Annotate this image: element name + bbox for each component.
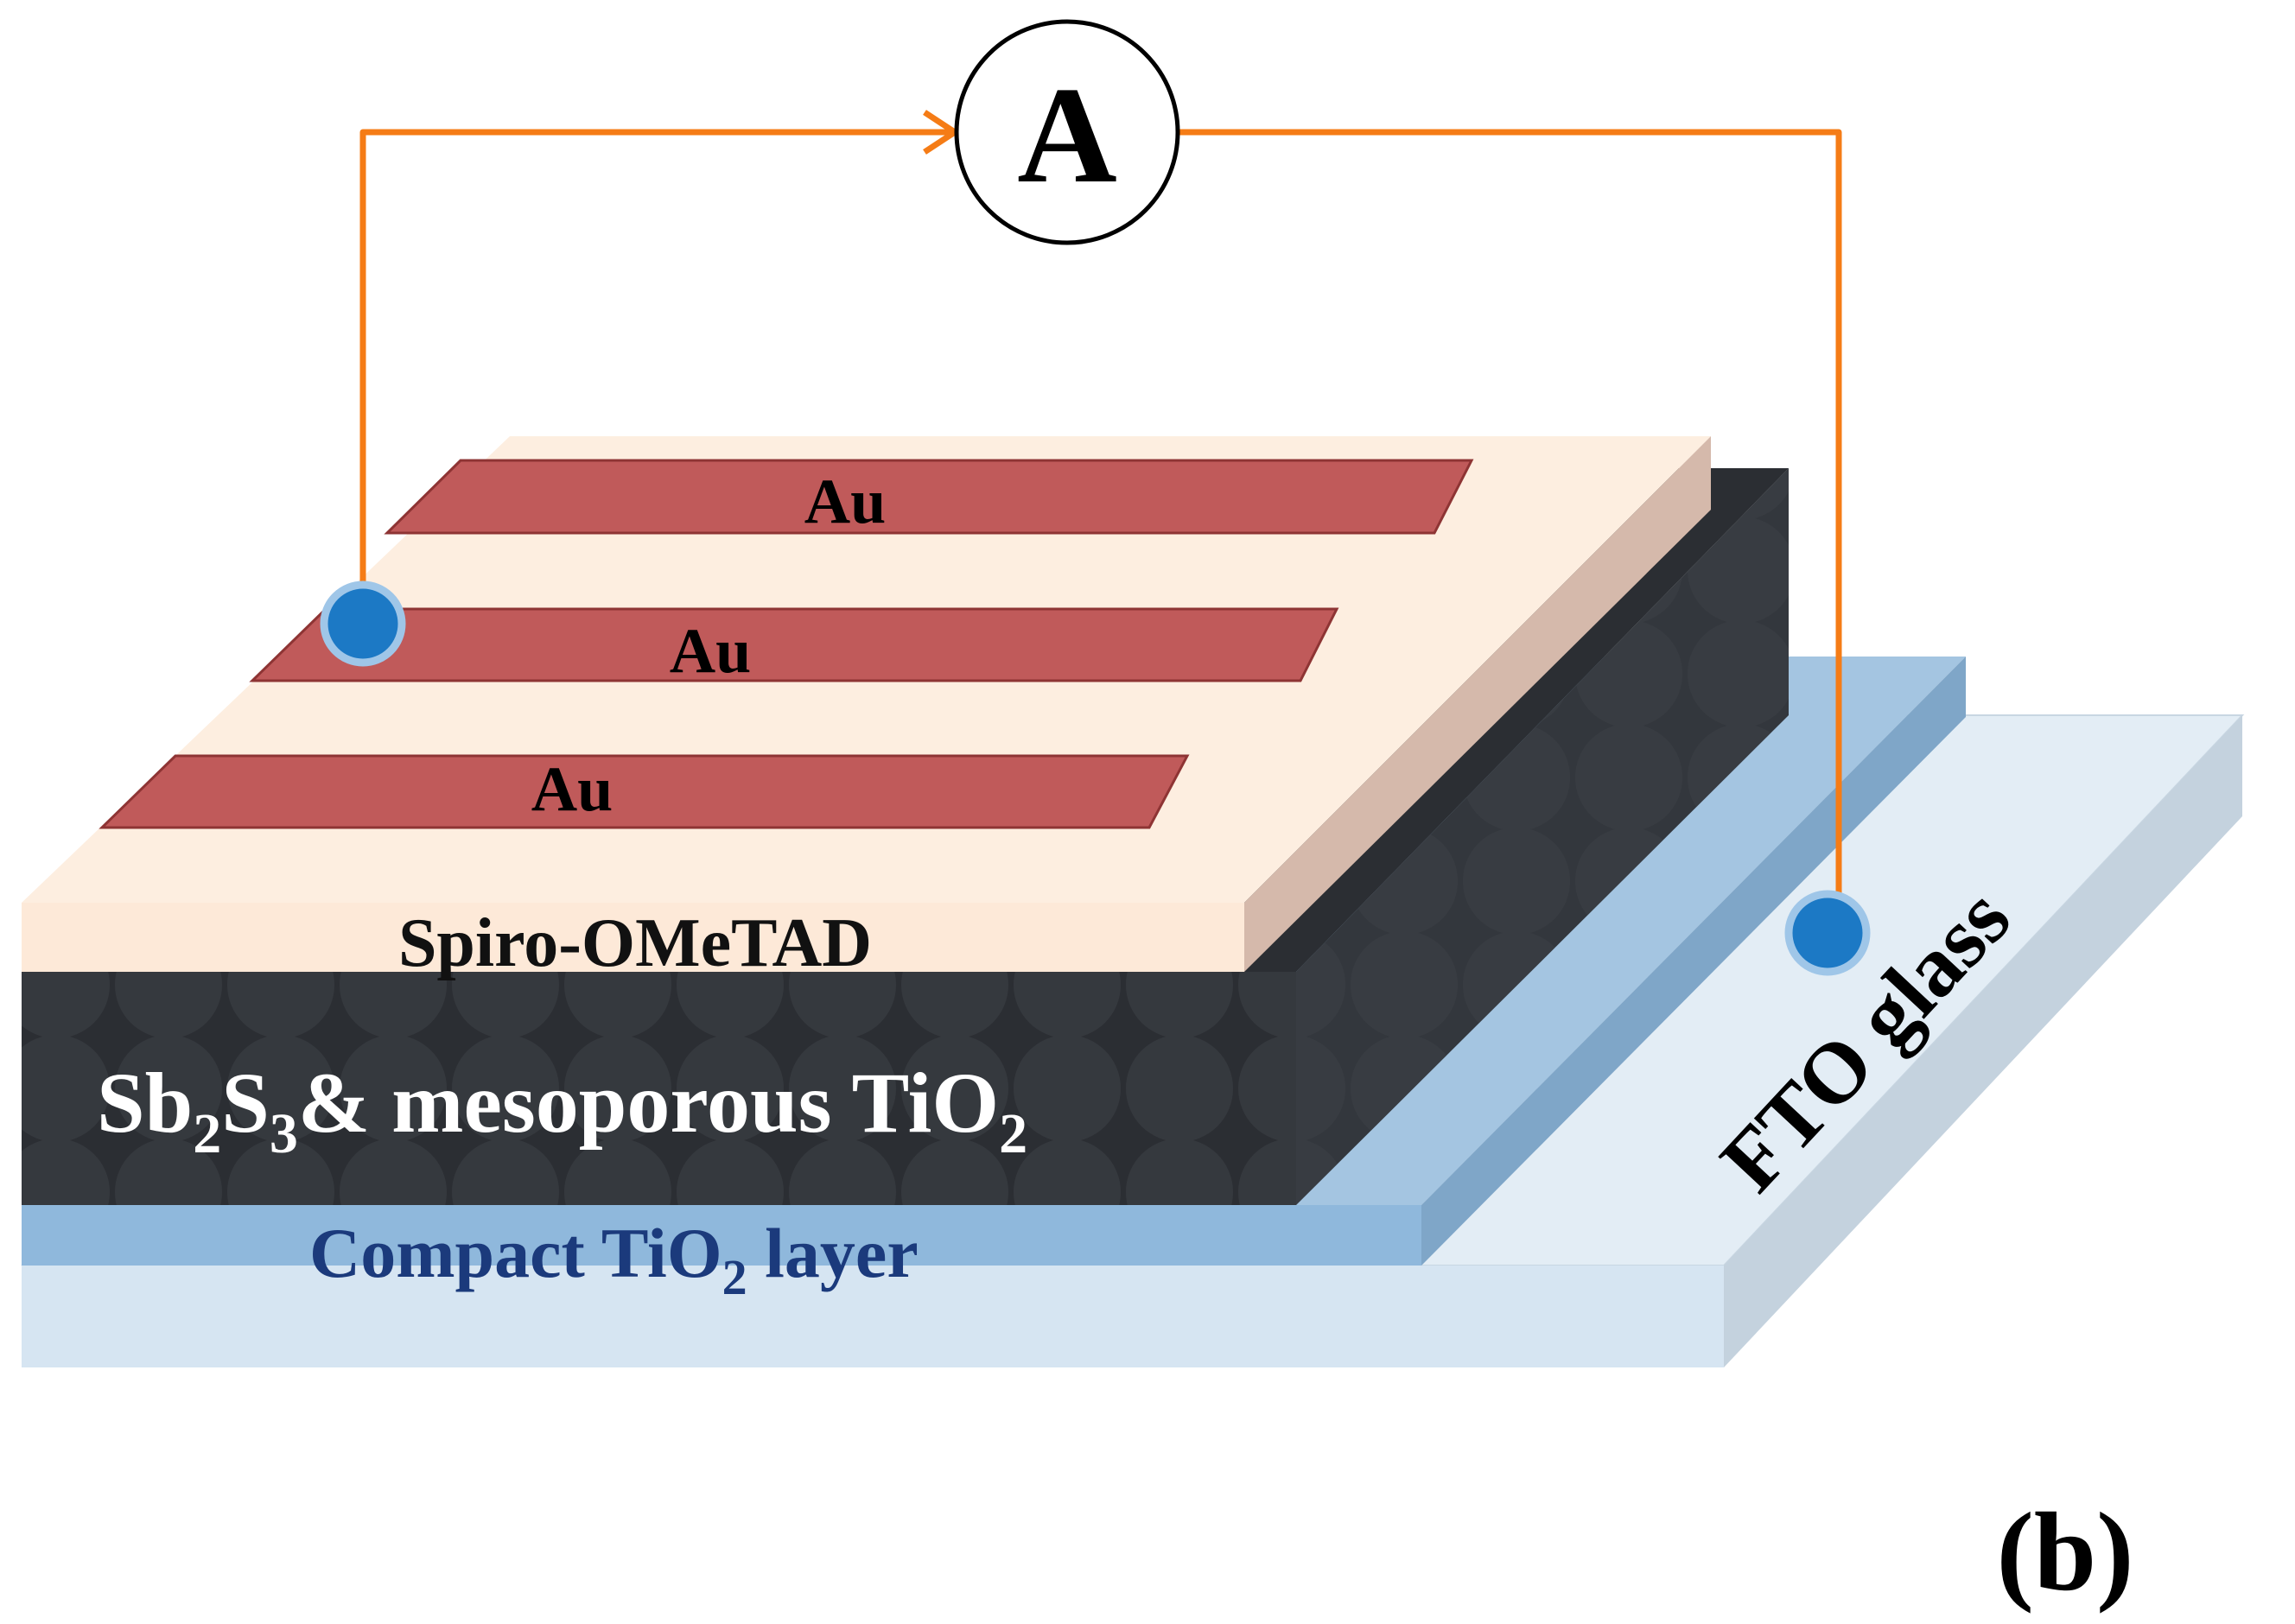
ammeter-circle: [954, 19, 1180, 245]
au-label-1: Au: [804, 466, 887, 537]
au-strip-3: [99, 754, 1190, 829]
spiro-side: [1244, 436, 1711, 972]
au-label-2: Au: [670, 616, 752, 687]
fto-side: [1724, 715, 2242, 1367]
wire-left: [359, 129, 955, 624]
ammeter: A: [954, 19, 1180, 245]
au-electrodes: [99, 459, 1474, 829]
spiro-label: Spiro-OMeTAD: [398, 905, 872, 981]
absorber-side-particles: [1296, 468, 1789, 1205]
spiro-front: [22, 903, 1244, 972]
absorber-front-particles: [22, 972, 1296, 1205]
ammeter-label: A: [1017, 58, 1117, 212]
au-strip-2: [249, 607, 1339, 682]
fto-front: [22, 1266, 1724, 1367]
fto-contact-dot: [1784, 890, 1871, 976]
compact-label: Compact TiO2 layer: [309, 1214, 919, 1305]
wire-right: [1179, 129, 1842, 933]
panel-label: (b): [1997, 1490, 2134, 1614]
au-strip-1: [384, 459, 1474, 535]
absorber-label: Sb2S3& mesoporous TiO2: [97, 1055, 1027, 1165]
au-contact-dot: [320, 580, 406, 667]
compact-front: [22, 1205, 1421, 1266]
compact-side: [1421, 657, 1966, 1266]
au-label-3: Au: [531, 754, 613, 825]
